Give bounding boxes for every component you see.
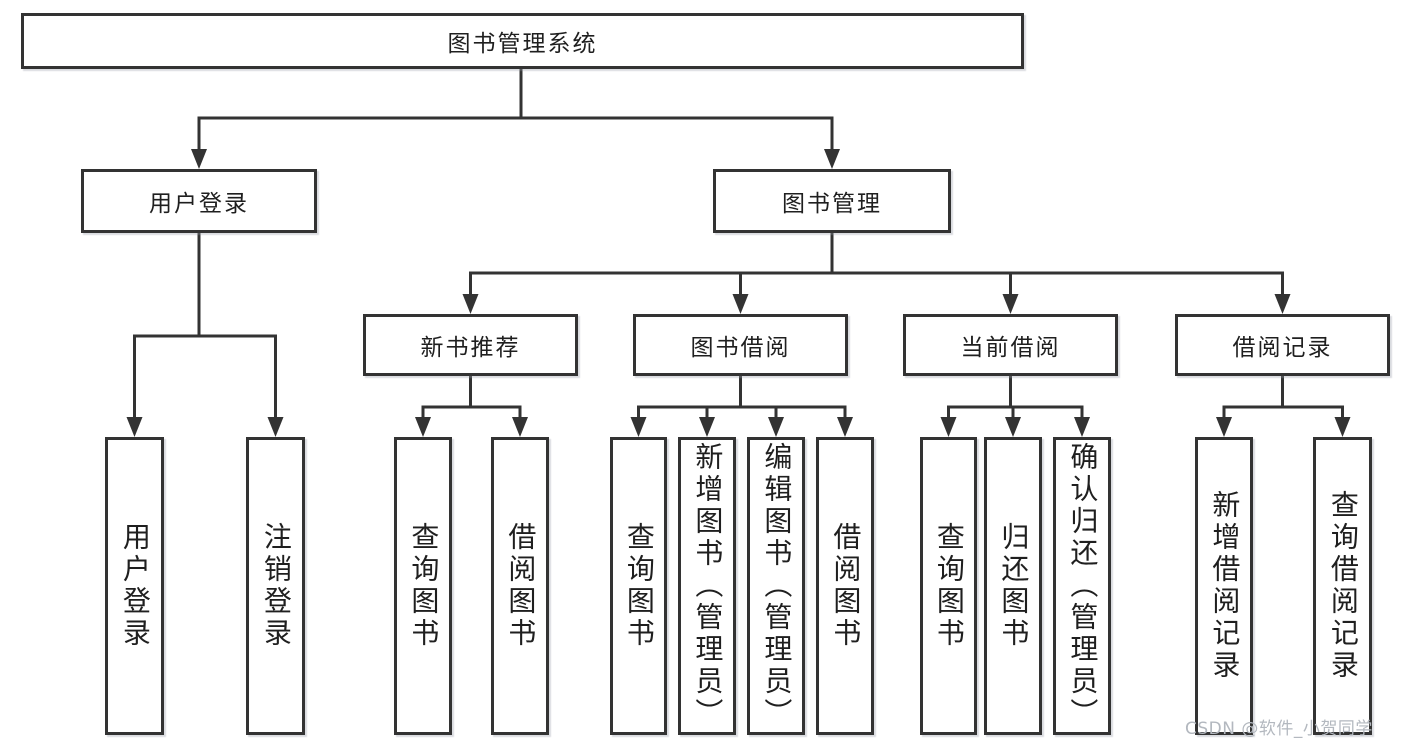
leaf-user-login: 用户登录: [105, 437, 164, 735]
leaf-label: 借阅图书: [829, 522, 863, 650]
leaf-current-confirm-return-admin: 确认归还（管理员）: [1053, 437, 1111, 735]
leaf-label: 编辑图书（管理员）: [760, 442, 794, 730]
node-book-borrowing: 图书借阅: [633, 314, 848, 376]
leaf-borrow-edit-books-admin: 编辑图书（管理员）: [747, 437, 805, 735]
node-book-management-module: 图书管理: [713, 169, 951, 233]
leaf-record-add-borrow-record: 新增借阅记录: [1195, 437, 1253, 735]
leaf-label: 查询图书: [622, 522, 656, 650]
node-library-management-system: 图书管理系统: [21, 13, 1024, 69]
leaf-newbook-borrow-books: 借阅图书: [491, 437, 549, 735]
node-borrowing-records: 借阅记录: [1175, 314, 1390, 376]
leaf-logout: 注销登录: [246, 437, 305, 735]
leaf-label: 查询借阅记录: [1326, 490, 1360, 682]
leaf-record-query-borrow-record: 查询借阅记录: [1313, 437, 1372, 735]
leaf-label: 新增借阅记录: [1208, 490, 1242, 682]
node-new-book-recommend: 新书推荐: [363, 314, 578, 376]
leaf-borrow-borrow-books: 借阅图书: [816, 437, 874, 735]
node-user-login-module: 用户登录: [81, 169, 317, 233]
node-current-borrowing: 当前借阅: [903, 314, 1118, 376]
csdn-watermark: CSDN @软件_小贺同学: [1185, 719, 1373, 739]
leaf-label: 查询图书: [407, 522, 441, 650]
leaf-label: 新增图书（管理员）: [691, 442, 725, 730]
leaf-label: 注销登录: [259, 522, 293, 650]
connector-lines: [133, 67, 1344, 421]
leaf-current-return-books: 归还图书: [984, 437, 1042, 735]
leaf-borrow-query-books: 查询图书: [610, 437, 667, 735]
leaf-label: 借阅图书: [504, 522, 538, 650]
leaf-newbook-query-books: 查询图书: [394, 437, 452, 735]
leaf-label: 归还图书: [997, 522, 1031, 650]
leaf-borrow-add-books-admin: 新增图书（管理员）: [678, 437, 736, 735]
arrowheads: [126, 149, 1351, 437]
leaf-label: 查询图书: [932, 522, 966, 650]
leaf-label: 确认归还（管理员）: [1066, 442, 1100, 730]
leaf-label: 用户登录: [118, 522, 152, 650]
leaf-current-query-books: 查询图书: [920, 437, 977, 735]
